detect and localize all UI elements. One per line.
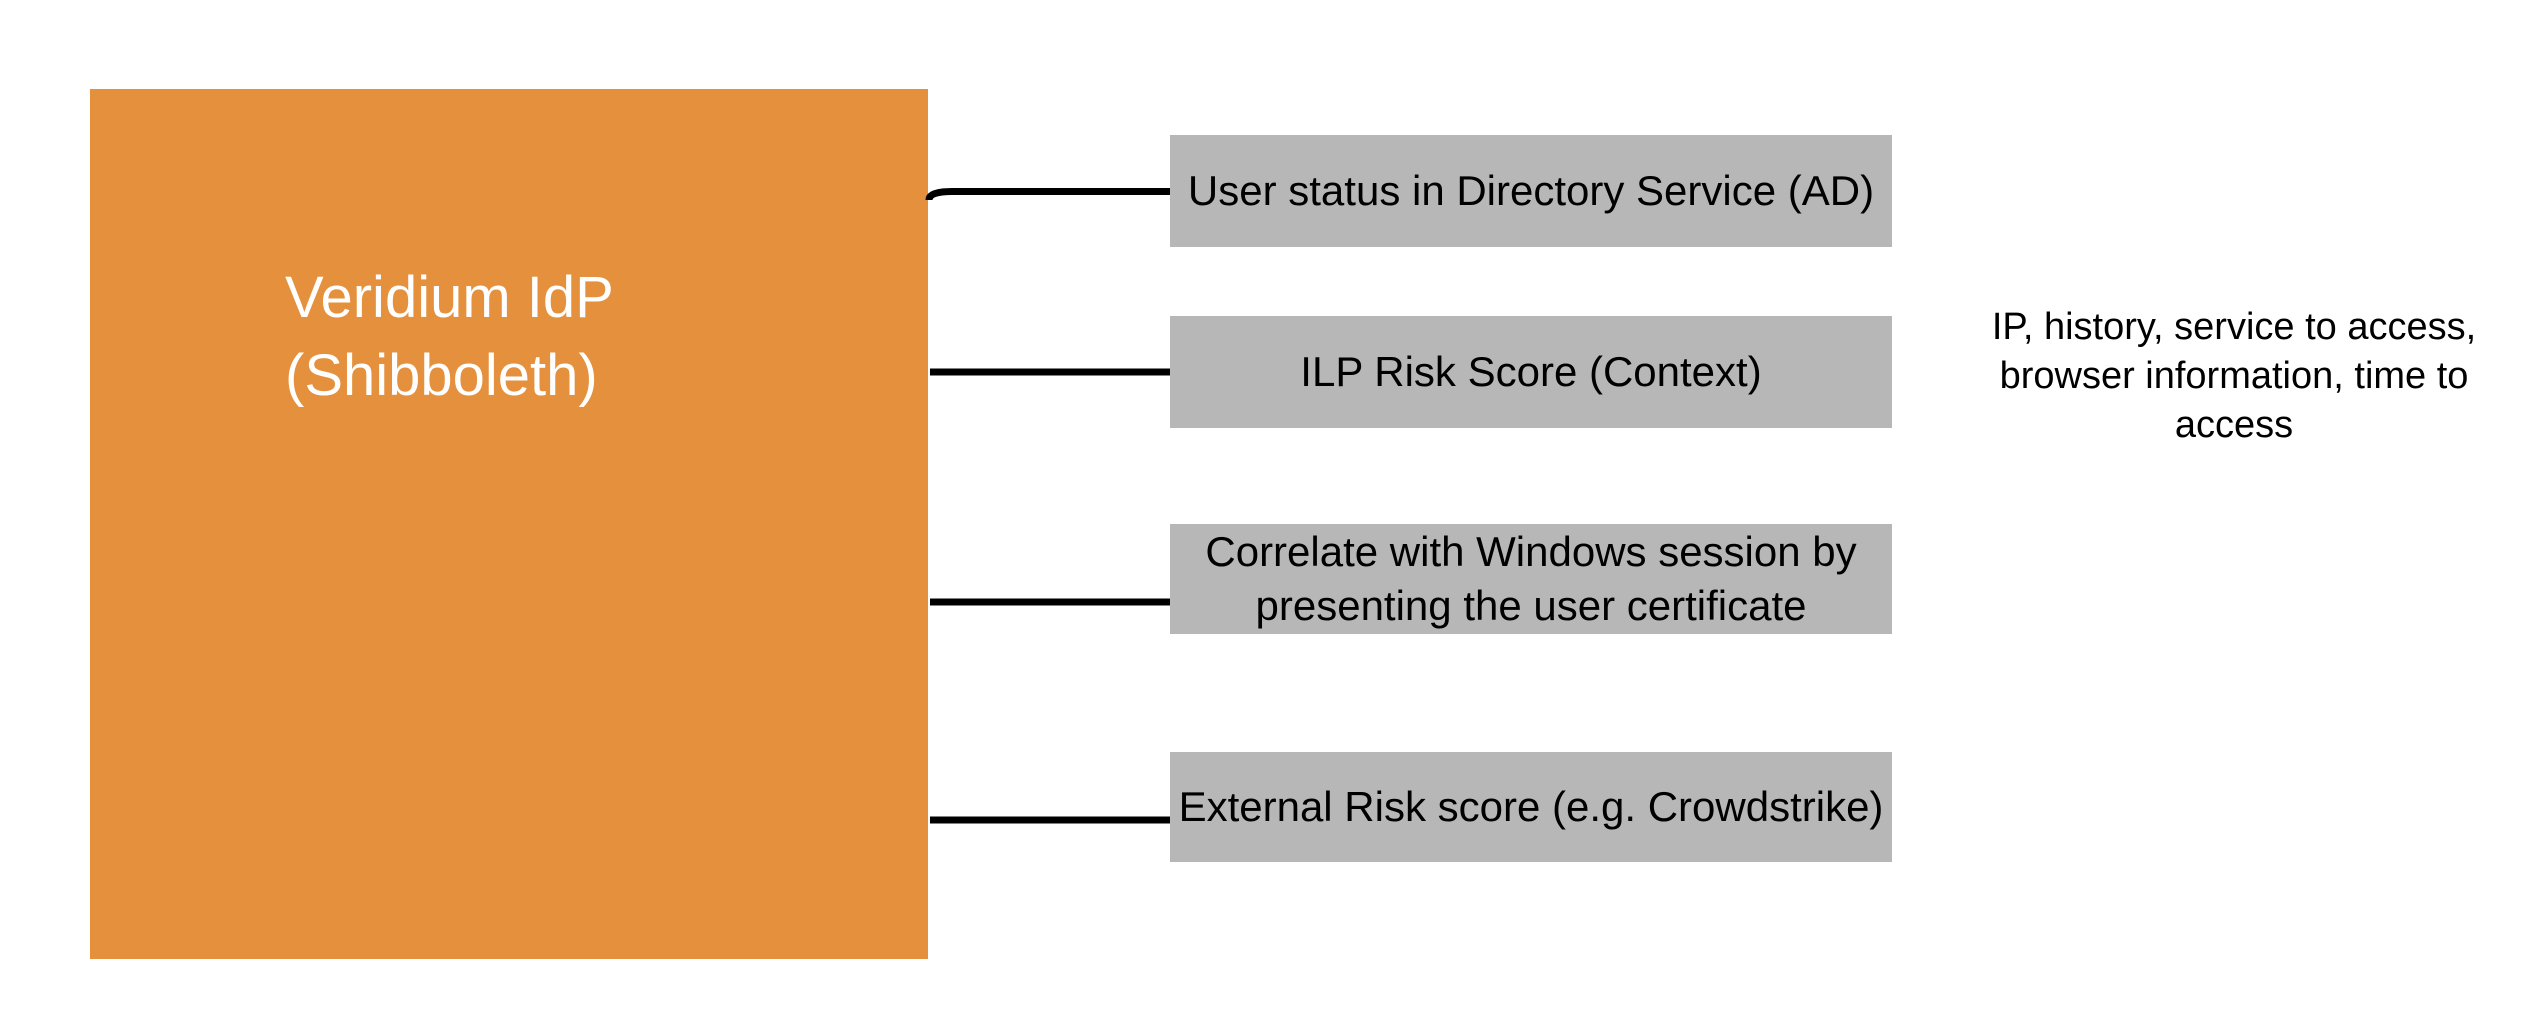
factor-box-label: User status in Directory Service (AD) <box>1187 167 1875 214</box>
factor-box-windows-session: Correlate with Windows session by presen… <box>1170 524 1892 634</box>
factor-box-external-risk: External Risk score (e.g. Crowdstrike) <box>1170 752 1892 862</box>
connector-line-1 <box>925 188 1170 201</box>
context-annotation-text: IP, history, service to access, browser … <box>1991 306 2477 446</box>
factor-box-label: External Risk score (e.g. Crowdstrike) <box>1178 783 1884 830</box>
factor-box-label: Correlate with Windows session by presen… <box>1205 528 1857 629</box>
idp-box-label: Veridium IdP (Shibboleth) <box>285 265 613 408</box>
factor-box-user-status: User status in Directory Service (AD) <box>1170 135 1892 247</box>
factor-box-label: ILP Risk Score (Context) <box>1300 348 1762 395</box>
factor-box-ilp-risk-score: ILP Risk Score (Context) <box>1170 316 1892 428</box>
idp-box: Veridium IdP (Shibboleth) <box>90 89 928 959</box>
